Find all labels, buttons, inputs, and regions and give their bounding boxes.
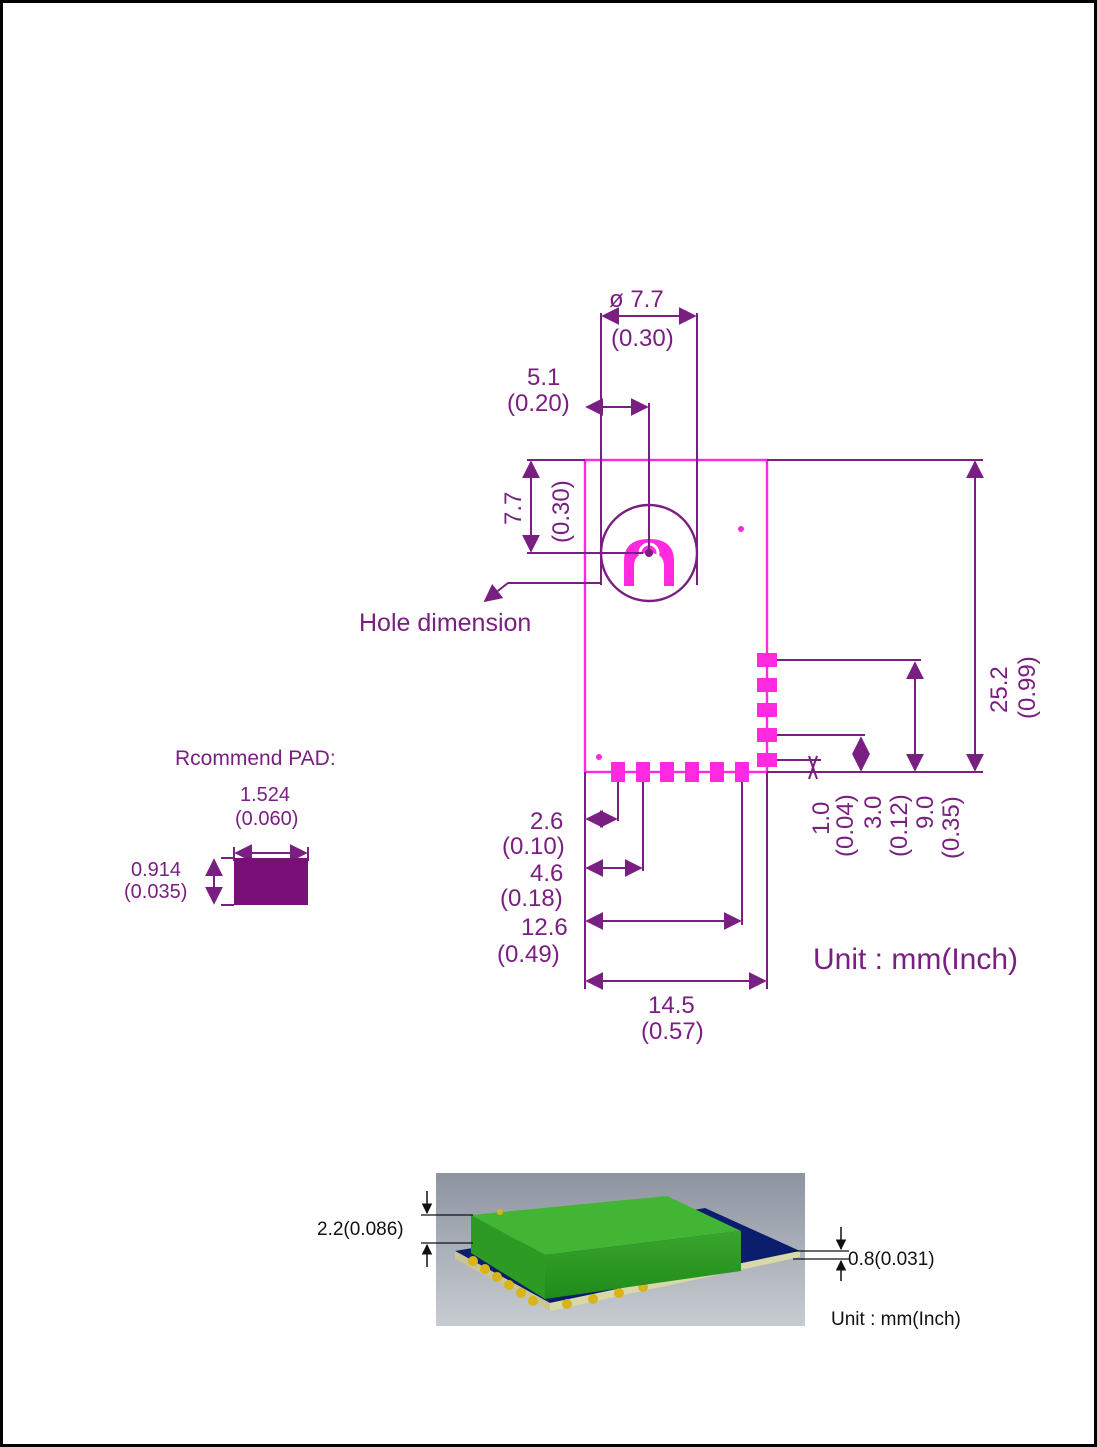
pad-right-2 — [757, 678, 777, 692]
recommend-pad-title: Rcommend PAD: — [175, 747, 336, 770]
hole-dimension-label: Hole dimension — [359, 609, 531, 637]
pad-offset-3-inch: (0.49) — [497, 941, 560, 968]
pad-offset-3-mm: 12.6 — [521, 914, 568, 941]
pad-pitch-1-mm: 1.0 — [808, 802, 835, 835]
pcb-thickness-label: 0.8(0.031) — [848, 1249, 935, 1270]
pad-height-inch: (0.035) — [124, 881, 187, 903]
unit-label-bottom: Unit : mm(Inch) — [831, 1309, 961, 1330]
pad-offset-1-mm: 2.6 — [530, 808, 563, 835]
total-width-inch: (0.57) — [641, 1018, 704, 1045]
pad-right-5 — [757, 753, 777, 767]
unit-label-top: Unit : mm(Inch) — [813, 943, 1018, 976]
pad-pitch-3-inch: (0.35) — [938, 796, 965, 859]
hole-x-offset-inch: (0.20) — [507, 390, 570, 417]
pad-pitch-2-inch: (0.12) — [886, 794, 913, 857]
total-height-inch: (0.99) — [1014, 656, 1041, 719]
pad-pitch-1-inch: (0.04) — [832, 794, 859, 857]
total-height-mm: 25.2 — [986, 666, 1013, 713]
pad-width-inch: (0.060) — [235, 808, 298, 830]
pad-pitch-3-mm: 9.0 — [912, 796, 939, 829]
hole-diameter-inch: (0.30) — [611, 325, 674, 352]
total-width-mm: 14.5 — [648, 992, 695, 1019]
recommend-pad-section: Rcommend PAD: 1.524 (0.060) 0.914 (0.035… — [124, 747, 336, 906]
pad-bottom-4 — [685, 762, 699, 782]
hole-x-offset-mm: 5.1 — [527, 364, 560, 391]
hole-y-offset-mm: 7.7 — [500, 492, 527, 525]
pad-bottom-6 — [735, 762, 749, 782]
hole-y-offset-inch: (0.30) — [548, 480, 575, 543]
pad-right-3 — [757, 703, 777, 717]
module-outline — [583, 458, 777, 782]
pad-bottom-5 — [710, 762, 724, 782]
pad-height-mm: 0.914 — [131, 859, 181, 881]
module-drawing: ø 7.7 (0.30) 5.1 (0.20) 7.7 (0.30) Hole … — [124, 286, 1041, 1330]
pad-offset-1-inch: (0.10) — [502, 833, 565, 860]
recommend-pad-shape — [234, 858, 308, 905]
pad-offset-2-inch: (0.18) — [500, 885, 563, 912]
side-view-render — [436, 1173, 805, 1326]
side-height-label: 2.2(0.086) — [317, 1219, 404, 1240]
pad-offset-2-mm: 4.6 — [530, 860, 563, 887]
pad-right-4 — [757, 728, 777, 742]
pad-bottom-3 — [660, 762, 674, 782]
pad-right-1 — [757, 653, 777, 667]
pad-pitch-2-mm: 3.0 — [860, 796, 887, 829]
pad-bottom-1 — [611, 762, 625, 782]
pad-bottom-2 — [636, 762, 650, 782]
pad-width-mm: 1.524 — [240, 784, 290, 806]
hole-diameter-mm: ø 7.7 — [609, 286, 664, 313]
